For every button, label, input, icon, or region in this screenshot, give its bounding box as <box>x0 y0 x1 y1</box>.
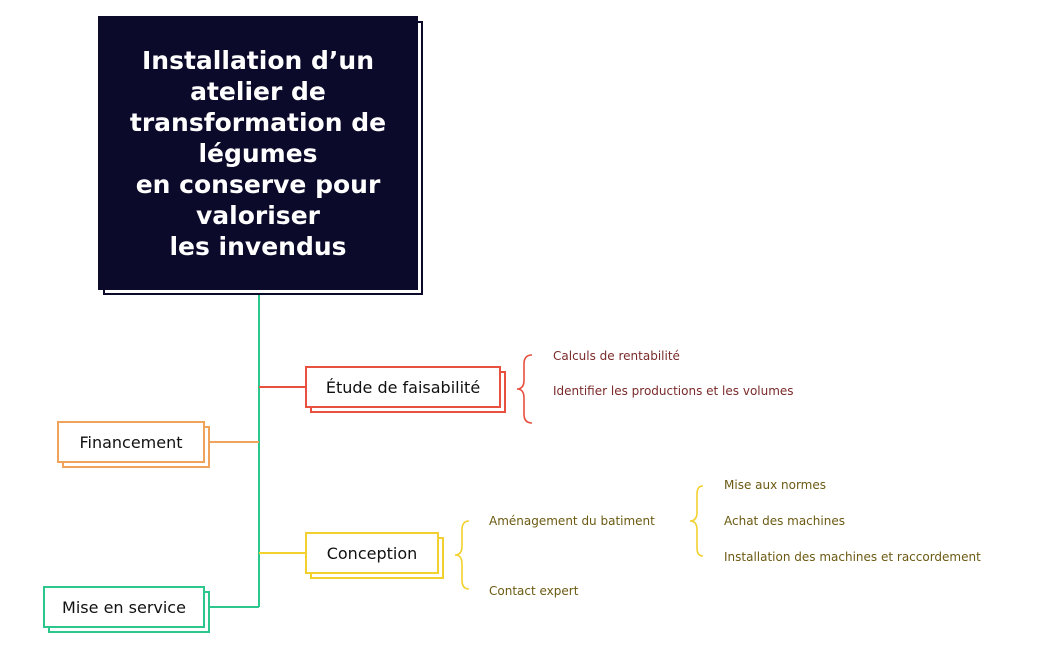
node-label: Financement <box>57 421 205 463</box>
leaf-installation-machines[interactable]: Installation des machines et raccordemen… <box>724 550 981 564</box>
node-financement[interactable]: Financement <box>57 421 210 468</box>
node-label: Étude de faisabilité <box>305 366 501 408</box>
leaf-calculs-rentabilite[interactable]: Calculs de rentabilité <box>553 349 680 363</box>
node-label: Conception <box>305 532 439 574</box>
leaf-mise-aux-normes[interactable]: Mise aux normes <box>724 478 827 492</box>
leaf-identifier-productions[interactable]: Identifier les productions et les volume… <box>553 384 794 398</box>
brace-amenagement <box>689 485 704 557</box>
node-conception[interactable]: Conception <box>305 532 444 579</box>
leaf-amenagement-batiment[interactable]: Aménagement du batiment <box>489 514 655 528</box>
brace-etude <box>516 354 533 424</box>
root-title: Installation d’un atelier de transformat… <box>129 45 387 261</box>
root-node[interactable]: Installation d’un atelier de transformat… <box>98 16 418 290</box>
leaf-contact-expert[interactable]: Contact expert <box>489 584 579 598</box>
leaf-achat-machines[interactable]: Achat des machines <box>724 514 845 528</box>
node-etude-de-faisabilite[interactable]: Étude de faisabilité <box>305 366 506 413</box>
brace-conception <box>454 520 470 590</box>
node-label: Mise en service <box>43 586 205 628</box>
node-mise-en-service[interactable]: Mise en service <box>43 586 210 633</box>
